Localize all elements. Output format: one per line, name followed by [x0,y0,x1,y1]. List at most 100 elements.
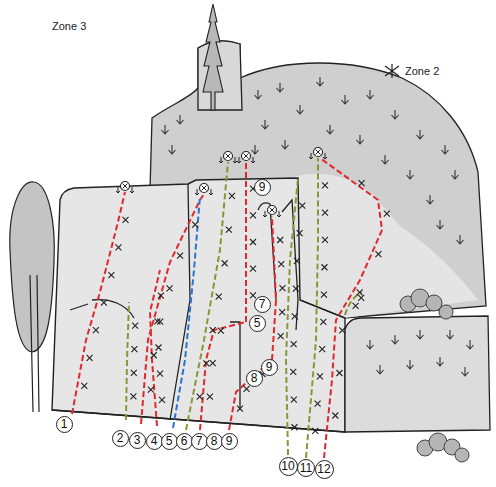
bolt-mark [87,355,93,361]
bolt-mark [131,346,137,352]
bolt-mark [155,344,161,350]
grass-tuft [169,145,176,154]
grass-tuft [407,360,414,369]
pine-tree [203,4,223,110]
anchor [263,206,281,218]
bolt-mark [197,394,203,400]
bolt-mark [312,428,318,434]
bolt-mark [321,292,327,298]
grass-tuft [417,330,424,339]
bolt-mark [291,341,297,347]
route-line [126,302,129,420]
bolt-mark [279,309,285,315]
bolt-mark [353,303,359,309]
callout-number: 1 [56,416,73,433]
grass-tuft [437,220,444,229]
grass-tuft [317,77,324,86]
bolt-mark [319,346,325,352]
route-number: 3 [134,434,141,446]
bolt-mark [332,413,338,419]
bolt-mark [322,237,328,243]
bolt-mark [226,227,232,233]
callout-number: 9 [254,179,271,196]
grass-tuft [177,115,184,124]
bolt-mark [151,352,157,358]
grass-tuft [327,125,334,134]
bolt-mark [158,293,164,299]
grass-tuft [392,110,399,119]
route-line [306,158,318,458]
route-number: 9 [259,181,266,193]
bolt-mark [250,266,256,272]
bolt-mark [167,285,173,291]
callout-number: 11 [297,459,315,477]
bolt-mark [294,258,300,264]
callout-number: 7 [254,296,271,313]
grass-tuft [282,140,289,149]
bolt-mark [244,386,250,392]
callout-number: 4 [146,433,163,450]
bolt-mark [339,327,345,333]
bolt-mark [218,328,224,334]
callout-number: 10 [279,457,298,476]
bolt-mark [279,285,285,291]
zone-marker [385,64,399,78]
grass-tuft [447,330,454,339]
bolt-mark [384,211,390,217]
bolt-mark [159,397,165,403]
route-number: 11 [300,462,312,474]
bolt-mark [93,327,99,333]
route-number: 7 [196,435,203,447]
rock-cracks [52,184,345,432]
bolt-mark [130,393,136,399]
bolt-mark [290,369,296,375]
callout-number: 2 [112,430,129,447]
grass-tuft [382,155,389,164]
grass-tuft [462,367,469,376]
bolt-mark [154,318,160,324]
callout-number: 12 [315,460,334,479]
bolt-mark [148,387,154,393]
bolt-mark [250,239,256,245]
grass-tuft [357,135,364,144]
zone-label: Zone 3 [52,20,86,32]
anchor [237,152,255,164]
route-number: 4 [151,435,158,447]
grass-tuft [277,83,284,92]
zone-label: Zone 2 [405,65,439,77]
bolt-mark [101,300,107,306]
route-number: 2 [117,432,124,444]
anchors [116,148,327,218]
bolt-mark [358,295,364,301]
bolt-mark [210,360,216,366]
route-number: 9 [226,435,233,447]
bolt-mark [216,294,222,300]
grass-tuft [452,170,459,179]
bolt-mark [81,383,87,389]
bolt-mark [291,424,297,430]
bolt-mark [322,210,328,216]
rock-tower [198,41,242,110]
tree [10,182,54,412]
bolt-mark [278,333,284,339]
bolt-mark [292,313,298,319]
bolt-mark [336,370,342,376]
grass-tuft [297,105,304,114]
bolt-mark [291,397,297,403]
bolt-mark [210,327,216,333]
callout-number: 6 [176,433,193,450]
bolt-mark [315,401,321,407]
bolt-mark [192,222,198,228]
route-number: 5 [254,317,261,329]
callout-number: 8 [206,433,223,450]
grass-tuft [392,335,399,344]
route-number: 1 [61,418,68,430]
grass-tuft [162,125,169,134]
grass-tuft [367,340,374,349]
grass-tuft [427,195,434,204]
bolt-mark [297,230,303,236]
grass-tuft [255,90,262,99]
bolt-mark [229,193,235,199]
routes [72,158,382,458]
